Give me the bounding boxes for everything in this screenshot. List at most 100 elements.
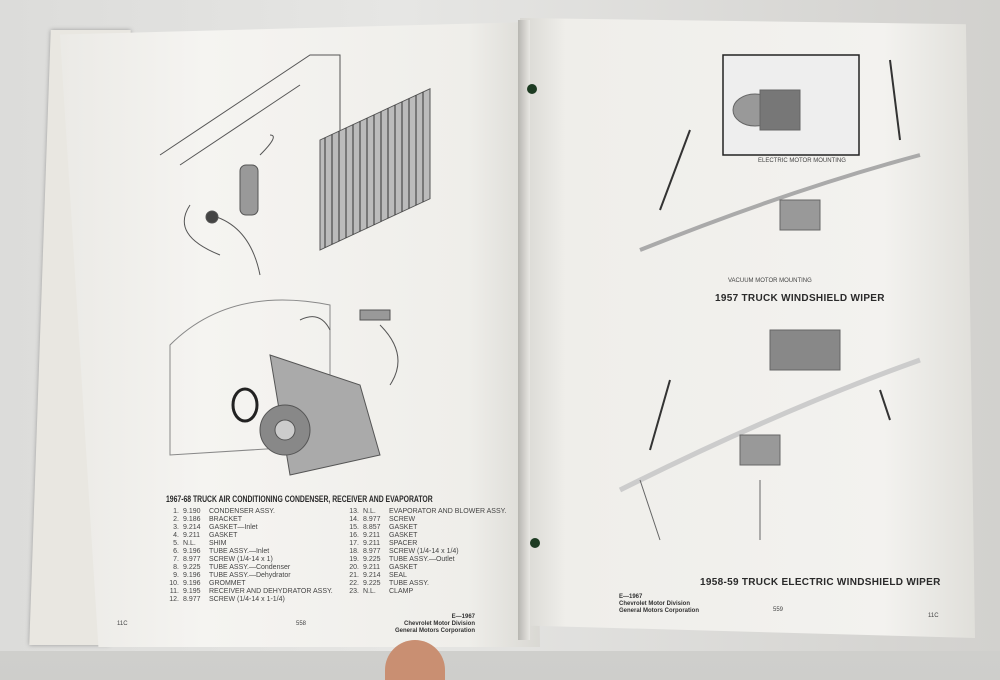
footer-line: General Motors Corporation [395, 628, 476, 634]
left-page [60, 22, 540, 647]
part-code: N.L. [363, 508, 376, 515]
publisher-footer: E—1967 Chevrolet Motor Division General … [619, 594, 699, 615]
part-name: TUBE ASSY.—Condenser [209, 564, 291, 571]
parts-list-item: 6. 9.196 TUBE ASSY.—Inlet [165, 548, 340, 556]
part-name: TUBE ASSY. [389, 580, 429, 587]
inset-caption: VACUUM MOTOR MOUNTING [728, 278, 812, 284]
part-name: SCREW (1/4-14 x 1/4) [389, 548, 459, 555]
parts-list-item: 12. 8.977 SCREW (1/4-14 x 1-1/4) [165, 596, 340, 604]
parts-list-item: 14. 8.977 SCREW [345, 516, 520, 524]
footer-line: Chevrolet Motor Division [619, 601, 691, 607]
inset-caption: ELECTRIC MOTOR MOUNTING [758, 158, 846, 164]
part-code: N.L. [363, 588, 376, 595]
part-name: GROMMET [209, 580, 246, 587]
parts-list-item: 22. 9.225 TUBE ASSY. [345, 580, 520, 588]
part-name: CLAMP [389, 588, 414, 595]
footer-line: E—1967 [619, 594, 643, 600]
part-code: 9.211 [363, 532, 380, 539]
part-no: 3. [173, 524, 179, 531]
part-no: 7. [173, 556, 179, 563]
figure-caption: 1957 TRUCK WINDSHIELD WIPER [715, 293, 885, 304]
part-code: 9.225 [363, 580, 381, 587]
part-no: 12. [169, 596, 179, 603]
part-code: 8.857 [363, 524, 381, 531]
figure-caption: 1958-59 TRUCK ELECTRIC WINDSHIELD WIPER [700, 577, 941, 588]
condenser-evaporator-illustration [159, 54, 431, 476]
parts-list-item: 13.N.L.EVAPORATOR AND BLOWER ASSY. [345, 508, 520, 516]
binding-hole [530, 538, 540, 548]
part-name: GASKET [389, 532, 418, 539]
parts-list-item: 17. 9.211 SPACER [345, 540, 520, 548]
part-code: 9.225 [183, 564, 201, 571]
publisher-footer: E—1967 Chevrolet Motor Division General … [395, 614, 475, 635]
part-name: GASKET [389, 564, 418, 571]
parts-list-item: 16. 9.211 GASKET [345, 532, 520, 540]
part-no: 14. [349, 516, 359, 523]
part-name: GASKET [209, 532, 238, 539]
part-no: 23. [349, 588, 359, 595]
footer-line: Chevrolet Motor Division [404, 621, 476, 627]
part-no: 4. [173, 532, 179, 539]
parts-list-item: 21. 9.214 SEAL [345, 572, 520, 580]
part-code: 9.225 [363, 556, 381, 563]
parts-list-item: 4. 9.211 GASKET [165, 532, 340, 540]
part-name: BRACKET [209, 516, 243, 523]
part-name: SCREW (1/4-14 x 1) [209, 556, 273, 563]
part-code: 9.196 [183, 580, 201, 587]
page-number: 558 [296, 621, 307, 627]
part-code: 9.196 [183, 548, 201, 555]
part-name: SCREW (1/4-14 x 1-1/4) [209, 596, 285, 603]
figure-caption: 1967-68 TRUCK AIR CONDITIONING CONDENSER… [166, 494, 433, 505]
part-code: 8.977 [363, 516, 381, 523]
footer-line: E—1967 [451, 614, 476, 620]
part-no: 17. [349, 540, 359, 547]
part-code: 8.977 [183, 596, 201, 603]
part-code: 9.211 [363, 564, 380, 571]
part-name: RECEIVER AND DEHYDRATOR ASSY. [209, 588, 333, 595]
part-no: 15. [349, 524, 359, 531]
part-code: 9.211 [363, 540, 380, 547]
part-code: 9.214 [363, 572, 381, 579]
parts-list-item: 5.N.L.SHIM [165, 540, 340, 548]
part-no: 19. [349, 556, 359, 563]
part-code: 9.186 [183, 516, 201, 523]
part-no: 21. [349, 572, 359, 579]
parts-list-item: 23. N.L. CLAMP [345, 588, 520, 596]
part-no: 20. [349, 564, 359, 571]
part-no: 10. [169, 580, 179, 587]
part-no: 6. [173, 548, 179, 555]
part-name: TUBE ASSY.—Inlet [209, 548, 270, 555]
part-code: N.L. [183, 540, 196, 547]
part-no: 1. [173, 508, 179, 515]
part-no: 18. [349, 548, 359, 555]
part-code: 9.214 [183, 524, 201, 531]
section-label: 11C [117, 621, 128, 627]
parts-list-item: 8. 9.225 TUBE ASSY.—Condenser [165, 564, 340, 572]
wiper-illustrations [618, 54, 921, 541]
part-no: 22. [349, 580, 359, 587]
parts-list-item: 10. 9.196 GROMMET [165, 580, 340, 588]
book-gutter [518, 20, 530, 640]
parts-list-item: 20. 9.211 GASKET [345, 564, 520, 572]
part-name: GASKET—Inlet [209, 524, 258, 531]
part-code: 9.195 [183, 588, 201, 595]
parts-list-item: 3. 9.214 GASKET—Inlet [165, 524, 340, 532]
part-name: SPACER [389, 540, 418, 547]
part-name: SCREW [389, 516, 416, 523]
part-code: 9.196 [183, 572, 201, 579]
part-name: SEAL [389, 572, 407, 579]
part-name: EVAPORATOR AND BLOWER ASSY. [389, 508, 507, 515]
part-no: 16. [349, 532, 359, 539]
part-name: SHIM [209, 540, 227, 547]
part-name: CONDENSER ASSY. [209, 508, 276, 515]
binding-hole [527, 84, 537, 94]
part-no: 8. [173, 564, 179, 571]
part-code: 9.211 [183, 532, 200, 539]
part-no: 9. [173, 572, 179, 579]
